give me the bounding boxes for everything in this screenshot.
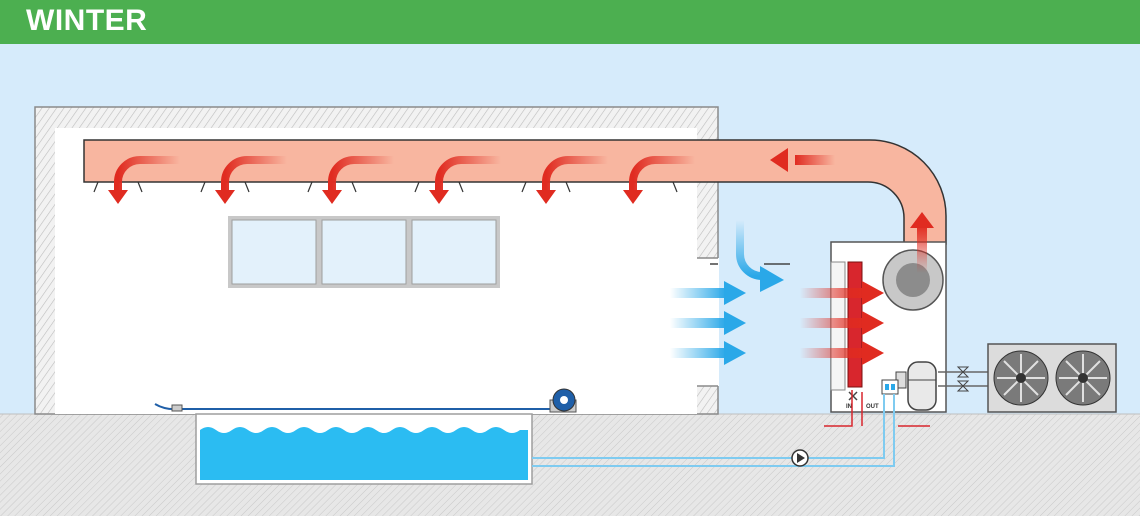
in-label: IN (846, 404, 852, 410)
header-bar (0, 0, 1140, 44)
fan-icon (882, 249, 944, 311)
diagram-canvas: IN OUT (0, 44, 1140, 516)
header-title: WINTER (26, 4, 148, 37)
outdoor-condenser (938, 343, 1117, 413)
pool-water-pipes (532, 394, 895, 467)
valve-icon (848, 391, 858, 401)
cool-air-arrows (670, 220, 790, 365)
fan-icon (993, 350, 1049, 406)
fan-icon (1055, 350, 1111, 406)
compressor-icon (895, 361, 937, 411)
window (228, 216, 500, 288)
warm-air-outlet-arrows (108, 148, 835, 204)
pool-cover (154, 388, 577, 413)
pool-cover-roller-icon (549, 388, 577, 413)
valve-icon (956, 366, 970, 392)
air-duct (83, 139, 947, 245)
pool (195, 413, 533, 485)
out-label: OUT (866, 404, 879, 410)
pump-icon (791, 449, 809, 467)
warm-air-arrows (800, 281, 884, 365)
